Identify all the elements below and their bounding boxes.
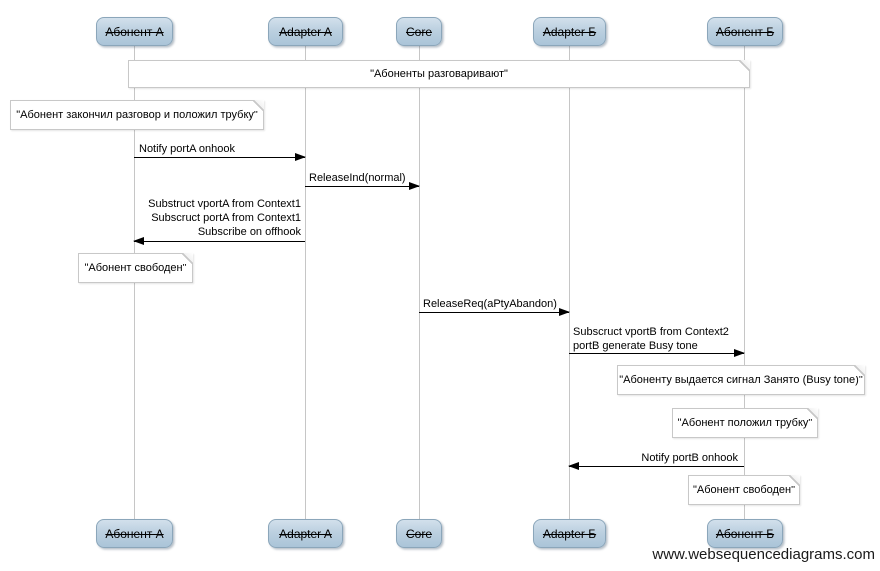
note-text: "Абонент свободен" (692, 484, 796, 496)
note-fold-icon (807, 408, 818, 419)
message-arrow-left (133, 237, 305, 245)
actor-label: Абонент А (105, 24, 164, 39)
actor-top-adapter-a: Adapter A (268, 17, 343, 46)
actor-bottom-core: Core (396, 519, 442, 548)
actor-label: Adapter A (279, 24, 332, 39)
lifeline-adapter-b (569, 46, 570, 519)
message-label: ReleaseInd(normal) (309, 172, 406, 184)
message-arrow-right (305, 182, 420, 190)
actor-top-adapter-b: Adapter Б (533, 17, 606, 46)
message-label-line: Substruct vportA from Context1 (148, 198, 301, 210)
note-fold-icon (854, 365, 865, 376)
message-arrow-left (568, 462, 744, 470)
lifeline-abonent-b (744, 46, 745, 519)
message-label-line: Subscruct portA from Context1 (151, 212, 301, 224)
note-fold-icon (739, 60, 750, 71)
note-text: "Абонент закончил разговор и положил тру… (16, 109, 258, 121)
note-busy-tone: "Абоненту выдается сигнал Занято (Busy t… (617, 365, 865, 395)
actor-bottom-abonent-b: Абонент Б (707, 519, 783, 548)
note-hung-up: "Абонент положил трубку" (672, 408, 818, 438)
lifeline-core (419, 46, 420, 519)
actor-label: Core (405, 24, 432, 39)
message-arrow-right (419, 308, 570, 316)
note-subscriber-b-free: "Абонент свободен" (688, 475, 800, 505)
note-text: "Абонент положил трубку" (677, 417, 813, 429)
actor-bottom-adapter-a: Adapter A (268, 519, 343, 548)
note-text: "Абоненту выдается сигнал Занято (Busy t… (619, 374, 863, 386)
message-arrow-right (134, 153, 306, 161)
actor-label: Абонент А (105, 526, 164, 541)
actor-top-abonent-b: Абонент Б (707, 17, 783, 46)
note-text: "Абонент свободен" (84, 262, 187, 274)
message-label: Notify portA onhook (139, 143, 236, 155)
note-subscriber-a-free: "Абонент свободен" (78, 253, 193, 283)
actor-bottom-abonent-a: Абонент А (96, 519, 173, 548)
lifeline-adapter-a (305, 46, 306, 519)
message-label: Substruct vportA from Context1 Subscruct… (134, 197, 301, 239)
actor-label: Абонент Б (715, 526, 775, 541)
note-fold-icon (253, 100, 264, 111)
message-label-line: Subscruct vportB from Context2 (573, 326, 729, 338)
message-label: ReleaseReq(aPtyAbandon) (423, 298, 557, 310)
actor-top-core: Core (396, 17, 442, 46)
watermark-url: www.websequencediagrams.com (652, 546, 875, 563)
message-label: Notify portB onhook (641, 452, 738, 464)
actor-label: Adapter A (279, 526, 332, 541)
actor-top-abonent-a: Абонент А (96, 17, 173, 46)
note-fold-icon (182, 253, 193, 264)
actor-label: Adapter Б (542, 526, 597, 541)
actor-label: Adapter Б (542, 24, 597, 39)
note-banner-conversation: "Абоненты разговаривают" (128, 60, 750, 88)
actor-bottom-adapter-b: Adapter Б (533, 519, 606, 548)
message-label: Subscruct vportB from Context2 portB gen… (573, 325, 729, 353)
message-arrow-right (569, 349, 745, 357)
message-label-line: Subscribe on offhook (197, 226, 301, 238)
note-call-ended: "Абонент закончил разговор и положил тру… (10, 100, 264, 130)
message-label-line: portB generate Busy tone (573, 340, 698, 352)
actor-label: Абонент Б (715, 24, 775, 39)
note-fold-icon (789, 475, 800, 486)
actor-label: Core (405, 526, 432, 541)
note-text: "Абоненты разговаривают" (370, 68, 508, 80)
